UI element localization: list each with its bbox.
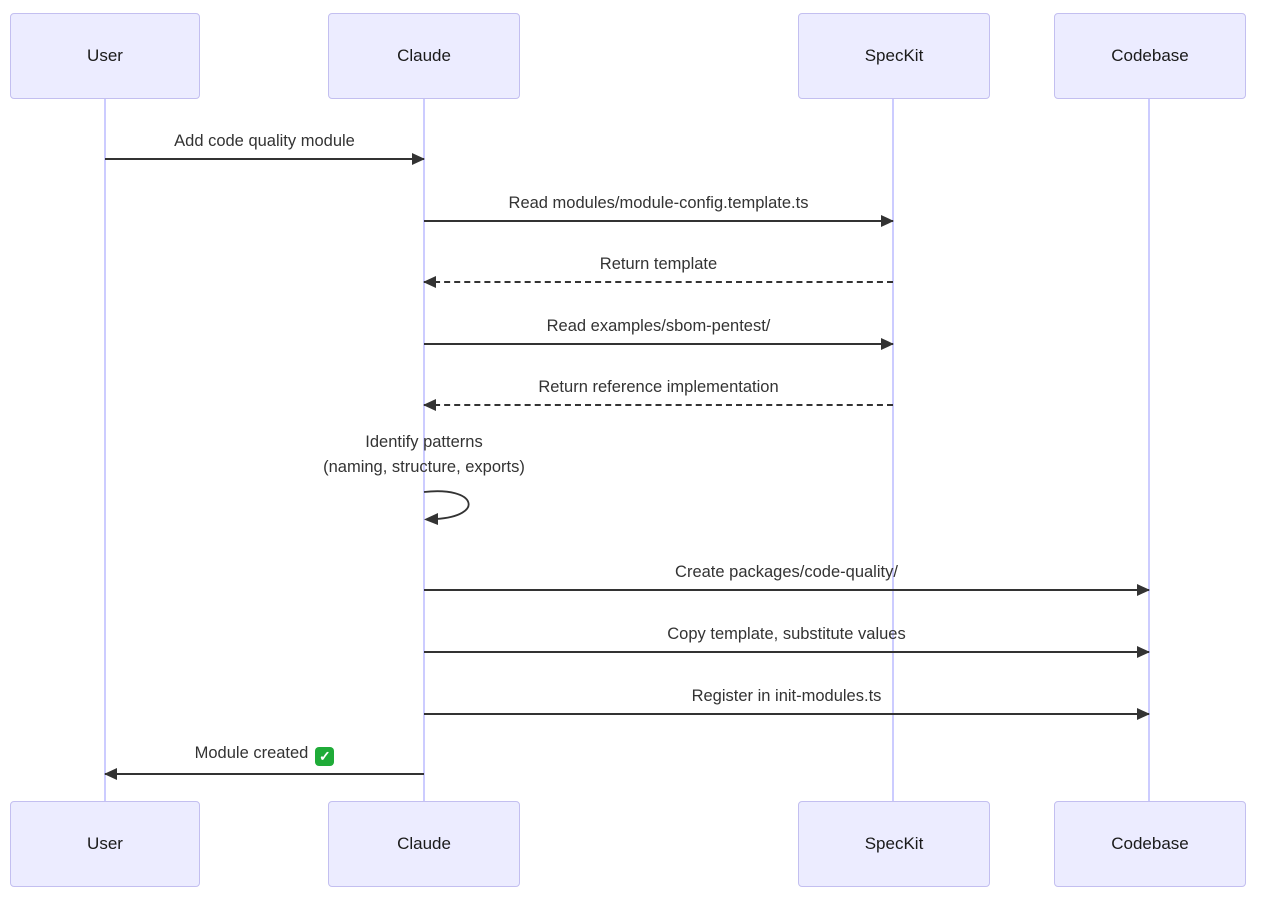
message-add-code-quality-module: Add code quality module [105,126,425,165]
self-message-label-line1: Identify patterns [365,433,483,451]
arrowhead-right-icon [1137,584,1150,596]
message-arrow-line [105,773,424,775]
message-arrow-line [424,220,893,222]
arrowhead-right-icon [881,215,894,227]
actor-box-speckit-bottom: SpecKit [798,801,990,887]
message-arrow-line [424,713,1149,715]
actor-box-claude-top: Claude [328,13,520,99]
check-icon: ✓ [315,747,335,766]
lifeline-speckit [892,99,894,801]
message-arrow-line-dashed [424,404,893,406]
arrowhead-left-icon [423,276,436,288]
arrowhead-right-icon [1137,708,1150,720]
message-arrow-line-dashed [424,281,893,283]
message-label: Create packages/code-quality/ [675,563,898,581]
actor-box-claude-bottom: Claude [328,801,520,887]
actor-box-user-top: User [10,13,200,99]
self-message-identify-patterns: Identify patterns (naming, structure, ex… [244,430,604,480]
message-label: Read modules/module-config.template.ts [508,194,809,212]
lifeline-claude [423,99,425,801]
self-loop-arrow-icon [423,490,470,525]
lifeline-user [104,99,106,801]
lifeline-codebase [1148,99,1150,801]
message-label: Read examples/sbom-pentest/ [546,317,771,335]
message-arrow-line [105,158,424,160]
message-read-examples-sbom-pentest: Read examples/sbom-pentest/ [424,311,894,350]
actor-box-user-bottom: User [10,801,200,887]
actor-box-codebase-top: Codebase [1054,13,1246,99]
message-create-packages-code-quality: Create packages/code-quality/ [424,557,1150,596]
arrowhead-right-icon [412,153,425,165]
actor-box-codebase-bottom: Codebase [1054,801,1246,887]
message-label-text: Module created [194,744,309,762]
message-arrow-line [424,589,1149,591]
arrowhead-left-icon [104,768,117,780]
message-read-module-config-template: Read modules/module-config.template.ts [424,188,894,227]
message-register-init-modules: Register in init-modules.ts [424,681,1150,720]
message-return-reference-implementation: Return reference implementation [423,372,893,411]
message-label: Copy template, substitute values [667,625,906,643]
message-module-created: Module created ✓ [104,741,424,780]
arrowhead-left-icon [423,399,436,411]
message-copy-template-substitute-values: Copy template, substitute values [424,619,1150,658]
message-return-template: Return template [423,249,893,288]
arrowhead-right-icon [1137,646,1150,658]
message-label: Module created ✓ [105,744,424,766]
actor-box-speckit-top: SpecKit [798,13,990,99]
message-label: Add code quality module [174,132,355,150]
message-arrow-line [424,343,893,345]
message-label: Register in init-modules.ts [691,687,882,705]
arrowhead-right-icon [881,338,894,350]
message-label: Return template [599,255,718,273]
message-label: Return reference implementation [538,378,779,396]
self-message-label-line2: (naming, structure, exports) [323,458,525,476]
message-arrow-line [424,651,1149,653]
